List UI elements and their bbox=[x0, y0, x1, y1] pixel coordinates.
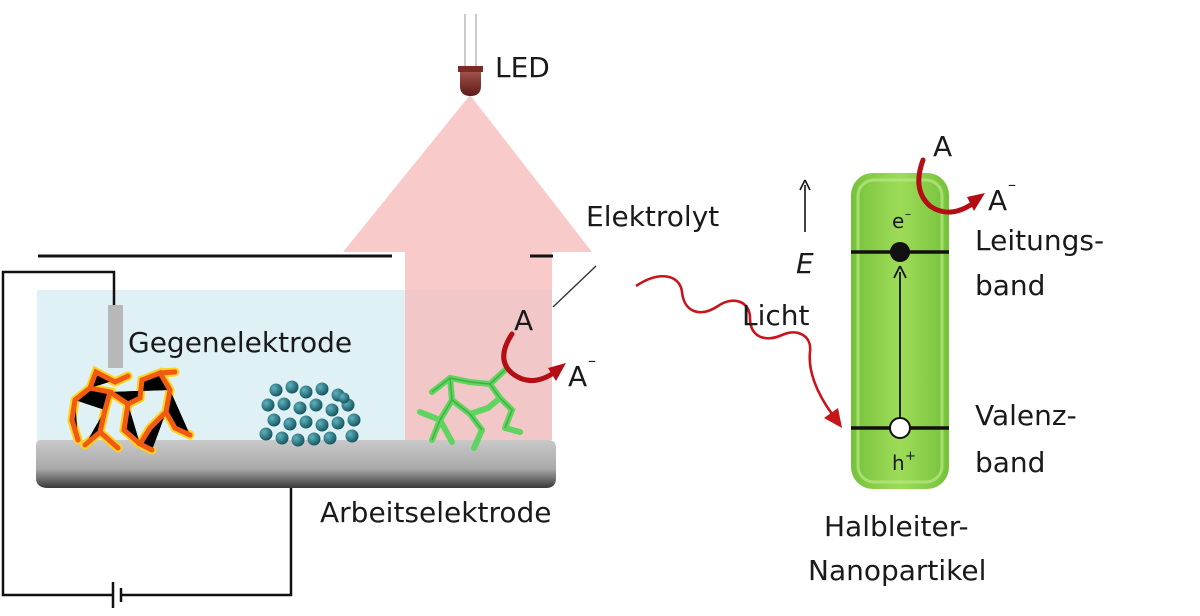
nanoparticle-label-1: Halbleiter- bbox=[824, 510, 969, 543]
conduction-band-label-2: band bbox=[975, 269, 1045, 302]
hole-dot bbox=[889, 417, 911, 439]
circuit-wire-left bbox=[1, 270, 116, 597]
hole-label: h bbox=[892, 451, 905, 475]
acceptor-label-cell: A bbox=[514, 304, 533, 337]
working-electrode bbox=[36, 440, 556, 488]
redox-arrow-cell bbox=[501, 331, 558, 383]
acceptor-reduced-label-cell: A bbox=[568, 360, 587, 393]
light-label: Licht bbox=[742, 299, 810, 332]
light-wave-arrowhead bbox=[824, 408, 842, 428]
valence-band-label-2: band bbox=[975, 446, 1045, 479]
nanoparticle-label-2: Nanopartikel bbox=[808, 554, 986, 587]
light-cone bbox=[343, 95, 592, 440]
light-wave-arrow bbox=[635, 275, 834, 415]
redox-arrowhead-particle bbox=[967, 193, 985, 211]
electron-dot bbox=[890, 242, 910, 262]
acceptor-label-particle: A bbox=[933, 130, 952, 163]
conduction-band-label-1: Leitungs- bbox=[975, 224, 1104, 257]
led-icon bbox=[458, 14, 483, 96]
electron-charge: – bbox=[905, 207, 911, 221]
circuit-wire-right bbox=[122, 488, 293, 597]
counter-electrode-label: Gegenelektrode bbox=[128, 326, 352, 359]
acceptor-reduced-label-particle: A bbox=[988, 184, 1007, 217]
energy-label: E bbox=[796, 247, 814, 280]
electron-label: e bbox=[892, 209, 904, 233]
acceptor-charge-particle: – bbox=[1008, 175, 1016, 194]
nanowire-network bbox=[67, 365, 195, 455]
counter-electrode bbox=[108, 305, 123, 368]
electrolyte-leader-line bbox=[552, 265, 597, 308]
energy-axis-arrowhead bbox=[799, 179, 811, 191]
nanoparticle-cluster bbox=[259, 380, 361, 447]
redox-arrow-particle bbox=[916, 157, 978, 215]
hole-charge: + bbox=[905, 449, 916, 464]
led-label: LED bbox=[495, 51, 550, 84]
working-electrode-label: Arbeitselektrode bbox=[320, 496, 551, 529]
valence-band-label-1: Valenz- bbox=[975, 399, 1077, 432]
redox-arrowhead-cell bbox=[548, 363, 566, 381]
electrolyte-label: Elektrolyt bbox=[586, 200, 719, 233]
acceptor-charge-cell: – bbox=[588, 351, 596, 370]
